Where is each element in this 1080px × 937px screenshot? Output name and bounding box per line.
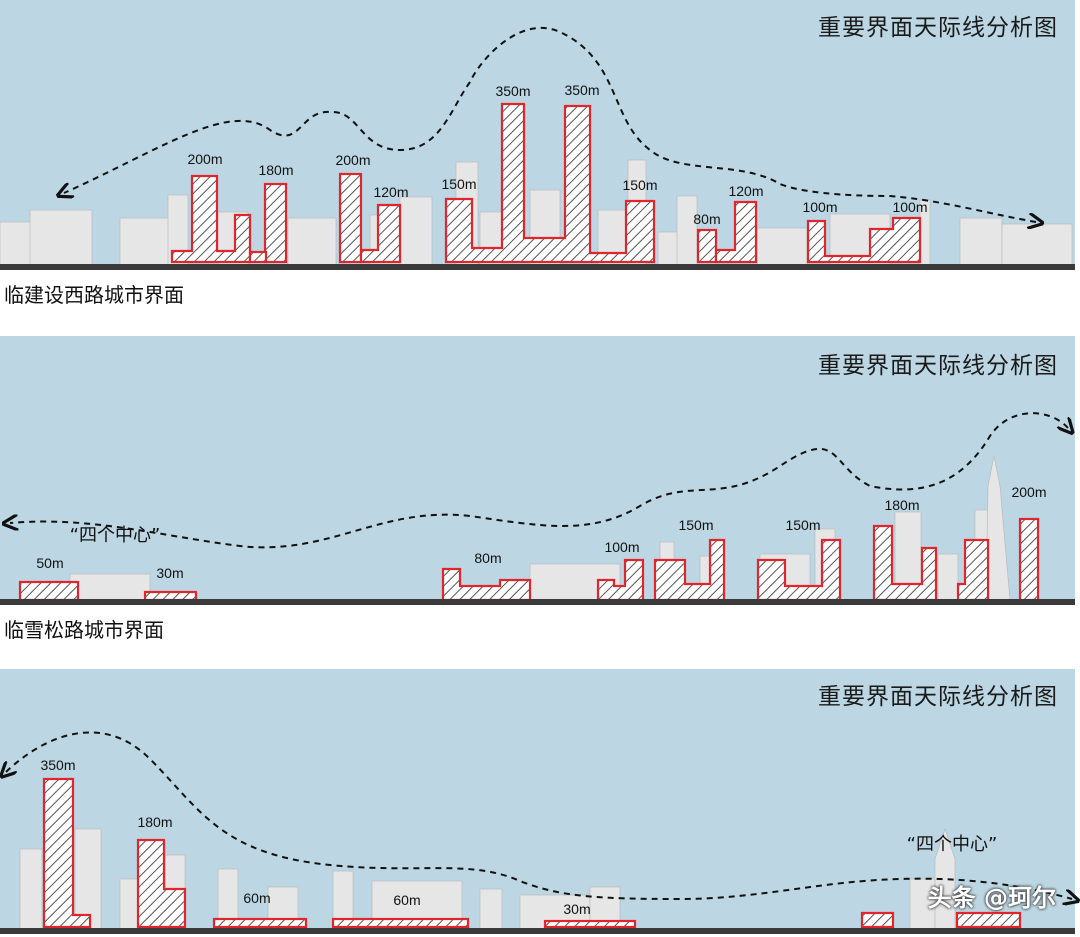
skyline-curve — [10, 412, 1068, 549]
height-label: 150m — [678, 517, 713, 533]
highlighted-buildings — [18, 517, 1040, 602]
height-label: 350m — [564, 82, 599, 98]
height-label: 200m — [1011, 484, 1046, 500]
height-label: 100m — [604, 539, 639, 555]
ground-line — [0, 928, 1075, 934]
panel-title: 重要界面天际线分析图 — [818, 353, 1058, 379]
height-label: 80m — [693, 211, 720, 227]
height-label: 30m — [563, 901, 590, 917]
panel-caption: 临雪松路城市界面 — [4, 618, 164, 642]
height-label: 60m — [243, 890, 270, 906]
height-label: 150m — [441, 176, 476, 192]
height-label: 180m — [258, 162, 293, 178]
height-label: 200m — [335, 152, 370, 168]
panel-caption: 临建设西路城市界面 — [4, 283, 184, 307]
height-label: 180m — [884, 497, 919, 513]
skyline-panel-2: 50m 30m 80m 100m 150m 150m 180m 200m “四个… — [0, 336, 1080, 646]
height-label: 180m — [137, 814, 172, 830]
height-label: 60m — [393, 892, 420, 908]
height-label: 50m — [36, 555, 63, 571]
height-label: 120m — [373, 184, 408, 200]
height-label: 100m — [802, 199, 837, 215]
height-label: 350m — [495, 83, 530, 99]
skyline-panel-3: 350m 180m 60m 60m 30m “四个中心” 重要界面天际线分析图 … — [0, 669, 1080, 937]
skyline-drawing-2: 50m 30m 80m 100m 150m 150m 180m 200m “四个… — [0, 336, 1080, 605]
height-label: 100m — [892, 199, 927, 215]
panel-title: 重要界面天际线分析图 — [818, 684, 1058, 710]
height-label: 150m — [622, 177, 657, 193]
center-label: “四个中心” — [907, 834, 998, 855]
ground-line — [0, 599, 1075, 605]
center-label: “四个中心” — [70, 525, 161, 546]
skyline-drawing-3: 350m 180m 60m 60m 30m “四个中心” — [0, 669, 1080, 934]
panel-title: 重要界面天际线分析图 — [818, 15, 1058, 41]
skyline-curve — [6, 731, 1072, 899]
height-label: 350m — [40, 757, 75, 773]
height-label: 150m — [785, 517, 820, 533]
watermark: 头条 @珂尔 — [927, 884, 1056, 912]
height-label: 30m — [156, 565, 183, 581]
height-label: 200m — [187, 151, 222, 167]
height-label: 120m — [728, 183, 763, 199]
skyline-panel-1: 200m 180m 200m 120m 150m 350m 350m 150m … — [0, 0, 1080, 310]
ground-line — [0, 264, 1075, 270]
height-label: 80m — [474, 550, 501, 566]
skyline-drawing-1: 200m 180m 200m 120m 150m 350m 350m 150m … — [0, 0, 1075, 270]
skyline-curve — [64, 26, 1036, 222]
